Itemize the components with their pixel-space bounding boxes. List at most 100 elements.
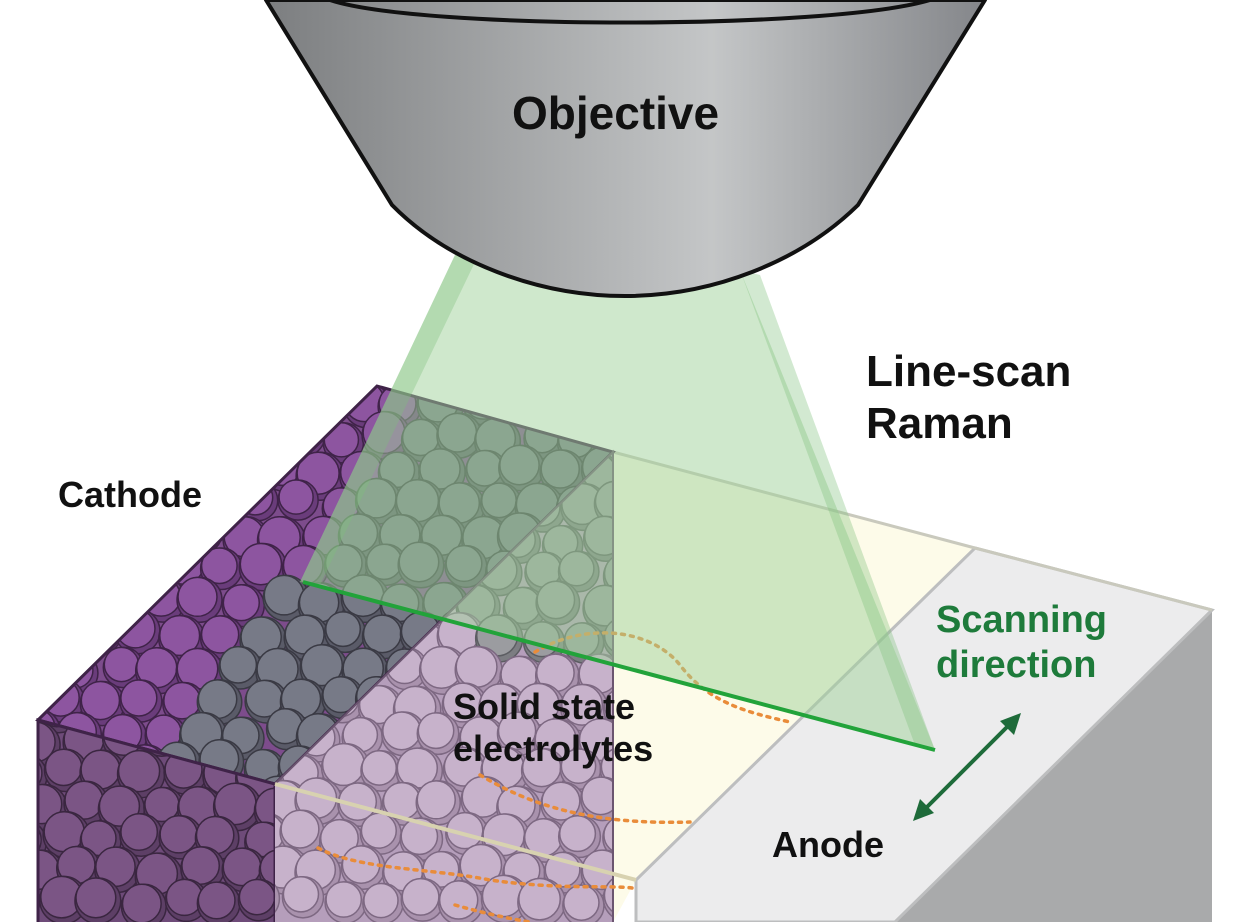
cathode-particle-shadow [119,386,166,399]
electrolyte-particle [417,712,455,750]
cathode-particle [117,749,161,793]
cathode-particle [119,550,160,591]
cathode-particle-shadow [179,511,223,555]
cathode-particle [140,511,176,547]
cathode-particle-shadow [38,510,61,555]
cathode-particle-shadow [38,579,70,627]
cathode-particle [44,748,83,787]
cathode-particle [4,683,39,718]
electrolyte-particle [603,874,613,917]
cathode-particle [259,849,275,887]
cathode-particle [38,418,46,461]
lower-edge [274,782,637,882]
cathode-particle-shadow [80,611,123,654]
cathode-particle [239,542,283,586]
cathode-particle-shadow [262,386,309,431]
cathode-particle [38,543,39,586]
cathode-particle [103,646,140,683]
electrolyte-particle [341,845,381,885]
cathode-particle-shadow [137,386,183,427]
cathode-particle [181,846,221,886]
cathode-particle [0,485,35,521]
cathode-particle [283,386,323,387]
cathode-particle-shadow [38,550,82,598]
electrolyte-particle [600,747,613,786]
cathode-particle [41,609,80,648]
cathode-particle [56,386,100,426]
cathode-particle-shadow [40,609,85,654]
cathode-particle-shadow [38,543,44,592]
electrolyte-particle [401,877,440,916]
cathode-particle [278,409,322,453]
cathode-particle-shadow [277,409,327,459]
cathode-particle [38,818,42,862]
electrolyte-label: Solid state electrolytes [453,686,653,771]
cathode-particle [115,608,156,649]
cathode-particle [325,611,362,648]
cathode-particle-shadow [38,608,42,654]
electrolyte-label-line-2: electrolytes [453,728,654,770]
cathode-particle [180,511,218,549]
cathode-particle [38,752,43,794]
cathode-particle [0,609,36,647]
cathode-particle-shadow [118,550,165,597]
cathode-particle [263,386,304,425]
electrolyte-particle [321,742,366,787]
electrolyte-particle [282,876,320,913]
cathode-particle-shadow [298,386,346,430]
electrolyte-particle [416,780,456,820]
electrolyte-particle [518,877,561,921]
cathode-label: Cathode [58,474,202,515]
cathode-particle [38,682,43,720]
cathode-particle [240,386,284,392]
electrolyte-particle [363,882,399,919]
electrolyte-particle [560,748,597,785]
cathode-particle-shadow [197,420,242,465]
cathode-particle-shadow [139,511,181,553]
cathode-particle-shadow [99,386,145,425]
electrolyte-particle [603,687,613,725]
cathode-particle [200,547,238,585]
cathode-particle [116,418,154,456]
scanning-direction-label: Scanning direction [936,598,1107,688]
electrolyte-particle [400,817,439,856]
cathode-particle [299,386,341,424]
cathode-particle [237,479,274,516]
cathode-particle-shadow [203,386,246,396]
cathode-particle [217,387,257,427]
electrolyte-particle-shadow [602,687,613,731]
cathode-particle [38,721,56,763]
cathode-particle [240,421,277,458]
cathode-particle [0,880,35,919]
cathode-particle-shadow [38,418,51,467]
cathode-particle [161,414,203,456]
cathode-particle [159,614,201,657]
cathode-particle-shadow [239,386,289,398]
cathode-particle [163,386,203,387]
cathode-particle [120,386,161,393]
cathode-particle-shadow [216,387,262,433]
cathode-particle [200,615,240,654]
cathode-particle [222,584,261,622]
raman-beam [300,255,935,750]
electrolyte-particle [319,818,359,858]
electrolyte-particle [325,881,363,918]
electrolyte-particle [581,776,613,816]
cathode-particle-shadow [38,484,41,529]
cathode-particle [100,386,140,419]
cathode-particle [323,386,365,393]
cathode-particle [75,877,117,919]
cathode-particle [323,421,360,458]
cathode-particle-shadow [38,878,41,922]
cathode-particle [38,510,56,549]
scanning-label-line-2: direction [936,643,1097,686]
cathode-particle [77,386,120,394]
electrolyte-particle [561,683,604,726]
electrolyte-particle [275,452,279,464]
cathode-particle [138,386,178,421]
electrolyte-particle [603,815,613,855]
cathode-particle-shadow [221,451,266,496]
cathode-particle-shadow [38,386,69,424]
cathode-particle-shadow [76,415,119,458]
cathode-particle [120,679,158,717]
